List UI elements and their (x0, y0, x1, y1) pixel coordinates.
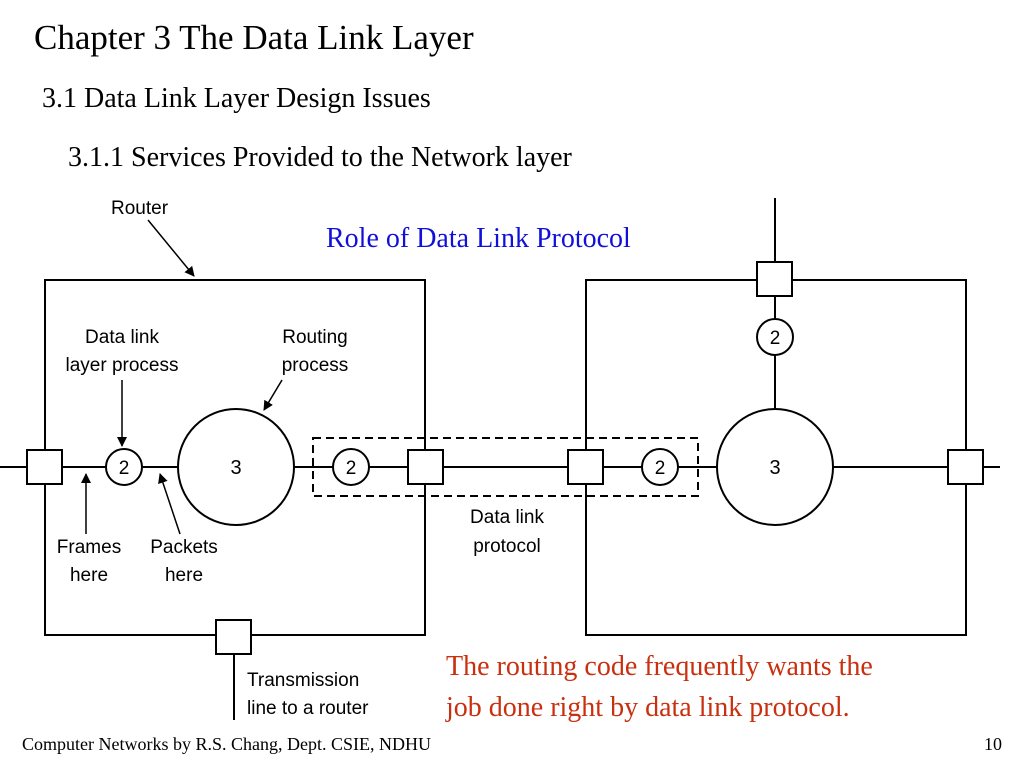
frames-label-line1: Frames (57, 537, 121, 558)
layer3-circle-left (177, 408, 295, 526)
routing-process-label-line2: process (282, 355, 349, 376)
packets-arrow (158, 473, 181, 535)
layer2-label-2: 2 (346, 458, 357, 479)
dll-process-label-line1: Data link (85, 327, 159, 348)
note-line-2: job done right by data link protocol. (446, 692, 850, 723)
transmission-label-line2: line to a router (247, 698, 369, 719)
layer2-circle-1 (105, 448, 143, 486)
routing-process-arrow (263, 379, 283, 411)
transmission-label-line1: Transmission (247, 670, 359, 691)
interface-left-outer (26, 449, 63, 485)
section-heading: 3.1 Data Link Layer Design Issues (42, 83, 431, 114)
footer-text: Computer Networks by R.S. Chang, Dept. C… (22, 734, 431, 754)
router-label: Router (111, 198, 169, 219)
interface-right-inner (567, 449, 604, 485)
packets-label-line2: here (165, 565, 203, 586)
layer2-label-4: 2 (770, 328, 781, 349)
dl-protocol-label-line2: protocol (473, 536, 541, 557)
routing-process-label-line1: Routing (282, 327, 348, 348)
note-line-1: The routing code frequently wants the (446, 651, 873, 682)
router-arrow (147, 219, 195, 277)
slide-title: Chapter 3 The Data Link Layer (34, 18, 474, 57)
layer2-circle-4 (756, 318, 794, 356)
packets-label-line1: Packets (150, 537, 218, 558)
interface-left-inner (407, 449, 444, 485)
page-number: 10 (984, 734, 1002, 754)
dll-process-label-line2: layer process (66, 355, 179, 376)
note-text: The routing code frequently wants the jo… (446, 646, 873, 728)
layer2-label-3: 2 (655, 458, 666, 479)
layer2-circle-2 (332, 448, 370, 486)
interface-left-bottom (215, 619, 252, 655)
role-heading: Role of Data Link Protocol (326, 223, 631, 254)
layer3-label-right: 3 (769, 457, 780, 479)
dl-protocol-label-line1: Data link (470, 507, 544, 528)
layer3-label-left: 3 (230, 457, 241, 479)
frames-label-line2: here (70, 565, 108, 586)
subsection-heading: 3.1.1 Services Provided to the Network l… (68, 142, 572, 173)
layer3-circle-right (716, 408, 834, 526)
interface-right-outer (947, 449, 984, 485)
layer2-circle-3 (641, 448, 679, 486)
interface-right-top (756, 261, 793, 297)
layer2-label-1: 2 (119, 458, 130, 479)
